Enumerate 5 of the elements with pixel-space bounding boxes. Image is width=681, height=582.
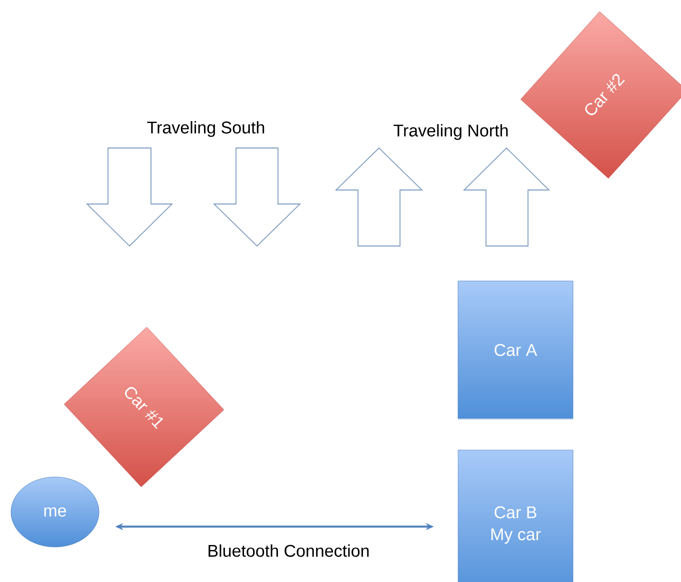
car-box: Car A — [458, 280, 574, 420]
heading-text: Traveling South — [147, 121, 264, 137]
car-square: Car #1 — [64, 326, 224, 488]
edge-label: Bluetooth Connection — [208, 544, 369, 557]
car-box: Car B My car — [458, 450, 574, 582]
